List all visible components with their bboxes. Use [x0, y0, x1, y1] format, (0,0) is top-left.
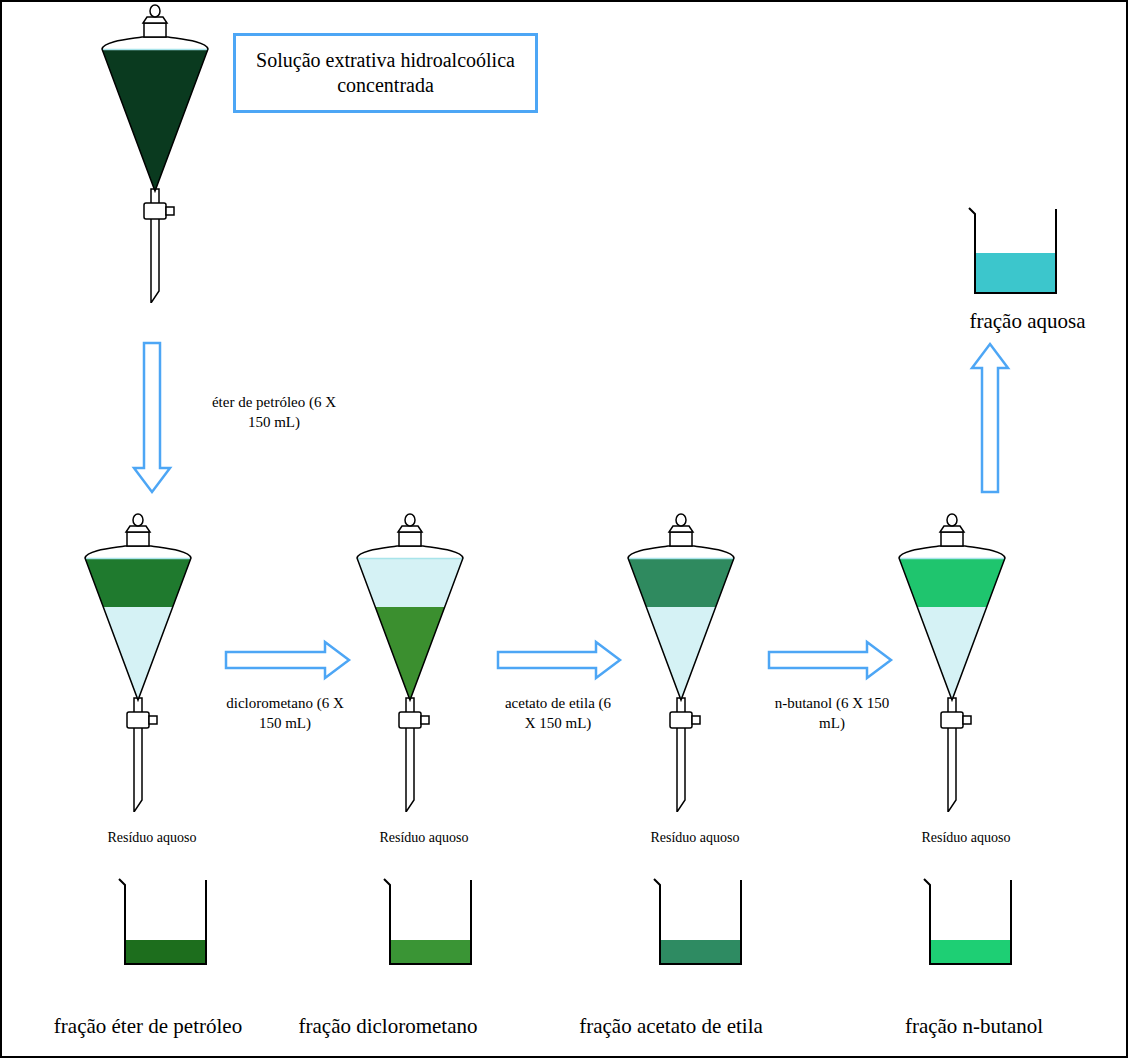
beaker-liquid: [661, 940, 740, 964]
funnel-outline: [899, 546, 1005, 700]
stopper-knob: [133, 514, 143, 526]
stopper: [669, 526, 693, 532]
stopcock: [127, 712, 149, 728]
separatory-funnel: [100, 3, 210, 303]
funnel-node: Resíduo aquoso: [83, 512, 221, 846]
solvent-label: n-butanol (6 X 150 mL): [770, 694, 894, 733]
beaker-node: fração acetato de etila: [541, 878, 801, 1039]
beaker-outline: [654, 879, 741, 964]
hollow-arrow: [134, 343, 170, 492]
fraction-label: fração éter de petróleo: [18, 1014, 278, 1039]
beaker-liquid: [391, 940, 470, 964]
meniscus: [83, 558, 193, 560]
meniscus: [355, 558, 465, 560]
funnel-neck: [127, 532, 149, 546]
liquid-layer: [626, 607, 736, 707]
sample-label-box: Solução extrativa hidroalcoólica concent…: [233, 33, 538, 113]
beaker: [383, 878, 473, 966]
beaker-liquid: [126, 940, 205, 964]
beaker-outline: [924, 879, 1011, 964]
beaker-liquid: [931, 940, 1010, 964]
beaker-node: fração aquosa: [951, 207, 1104, 334]
stopcock: [144, 203, 166, 219]
hollow-arrow: [972, 344, 1008, 492]
stopper: [940, 526, 964, 532]
funnel-neck: [941, 532, 963, 546]
stopper-knob: [676, 514, 686, 526]
stopper-knob: [150, 5, 160, 17]
stopper: [143, 17, 167, 23]
funnel-outline: [628, 546, 734, 700]
separatory-funnel: [355, 512, 465, 812]
funnel-neck: [670, 532, 692, 546]
liquid-layer: [83, 558, 193, 607]
beaker: [923, 878, 1013, 966]
funnel-node: Solução extrativa hidroalcoólica concent…: [100, 3, 545, 303]
stopcock-handle: [421, 716, 429, 724]
hollow-arrow: [226, 642, 349, 678]
funnel-node: Resíduo aquoso: [626, 512, 764, 846]
residue-label: Resíduo aquoso: [897, 830, 1035, 846]
funnel-outline: [102, 37, 208, 191]
beaker-node: fração éter de petróleo: [18, 878, 278, 1039]
fraction-label: fração n-butanol: [891, 1014, 1057, 1039]
solvent-label: éter de petróleo (6 X 150 mL): [210, 393, 339, 432]
liquid-layer: [626, 558, 736, 607]
liquid-layer: [100, 49, 210, 199]
beaker-liquid: [976, 253, 1055, 293]
liquid-layer: [355, 558, 465, 607]
stopper: [398, 526, 422, 532]
stopcock: [941, 712, 963, 728]
funnel-node: Resíduo aquoso: [897, 512, 1035, 846]
beaker: [118, 878, 208, 966]
separatory-funnel: [897, 512, 1007, 812]
liquid-layer: [355, 607, 465, 707]
residue-label: Resíduo aquoso: [626, 830, 764, 846]
liquid-layer: [897, 558, 1007, 607]
stopcock-handle: [149, 716, 157, 724]
fraction-label: fração diclorometano: [276, 1014, 500, 1039]
stopper: [126, 526, 150, 532]
fraction-label: fração aquosa: [951, 309, 1104, 334]
beaker-node: fração n-butanol: [891, 878, 1057, 1039]
fraction-label: fração acetato de etila: [541, 1014, 801, 1039]
residue-label: Resíduo aquoso: [355, 830, 493, 846]
beaker-outline: [384, 879, 471, 964]
separatory-funnel: [83, 512, 193, 812]
funnel-neck: [399, 532, 421, 546]
solvent-label: acetato de etila (6 X 150 mL): [496, 694, 620, 733]
stopcock-handle: [166, 207, 174, 215]
liquid-layer: [897, 607, 1007, 707]
funnel-neck: [144, 23, 166, 37]
funnel-node: Resíduo aquoso: [355, 512, 493, 846]
liquid-layer: [83, 607, 193, 707]
funnel-outline: [357, 546, 463, 700]
stopper-knob: [405, 514, 415, 526]
meniscus: [100, 49, 210, 51]
meniscus: [626, 558, 736, 560]
hollow-arrow: [769, 642, 891, 678]
beaker-outline: [969, 208, 1056, 293]
hollow-arrow: [498, 642, 620, 678]
stopcock-handle: [692, 716, 700, 724]
residue-label: Resíduo aquoso: [83, 830, 221, 846]
meniscus: [897, 558, 1007, 560]
stopcock-handle: [963, 716, 971, 724]
stopcock: [670, 712, 692, 728]
stopcock: [399, 712, 421, 728]
beaker: [653, 878, 743, 966]
stopper-knob: [947, 514, 957, 526]
beaker-outline: [119, 879, 206, 964]
separatory-funnel: [626, 512, 736, 812]
solvent-label: diclorometano (6 X 150 mL): [223, 694, 347, 733]
beaker-node: fração diclorometano: [276, 878, 500, 1039]
funnel-outline: [85, 546, 191, 700]
beaker: [968, 207, 1058, 295]
